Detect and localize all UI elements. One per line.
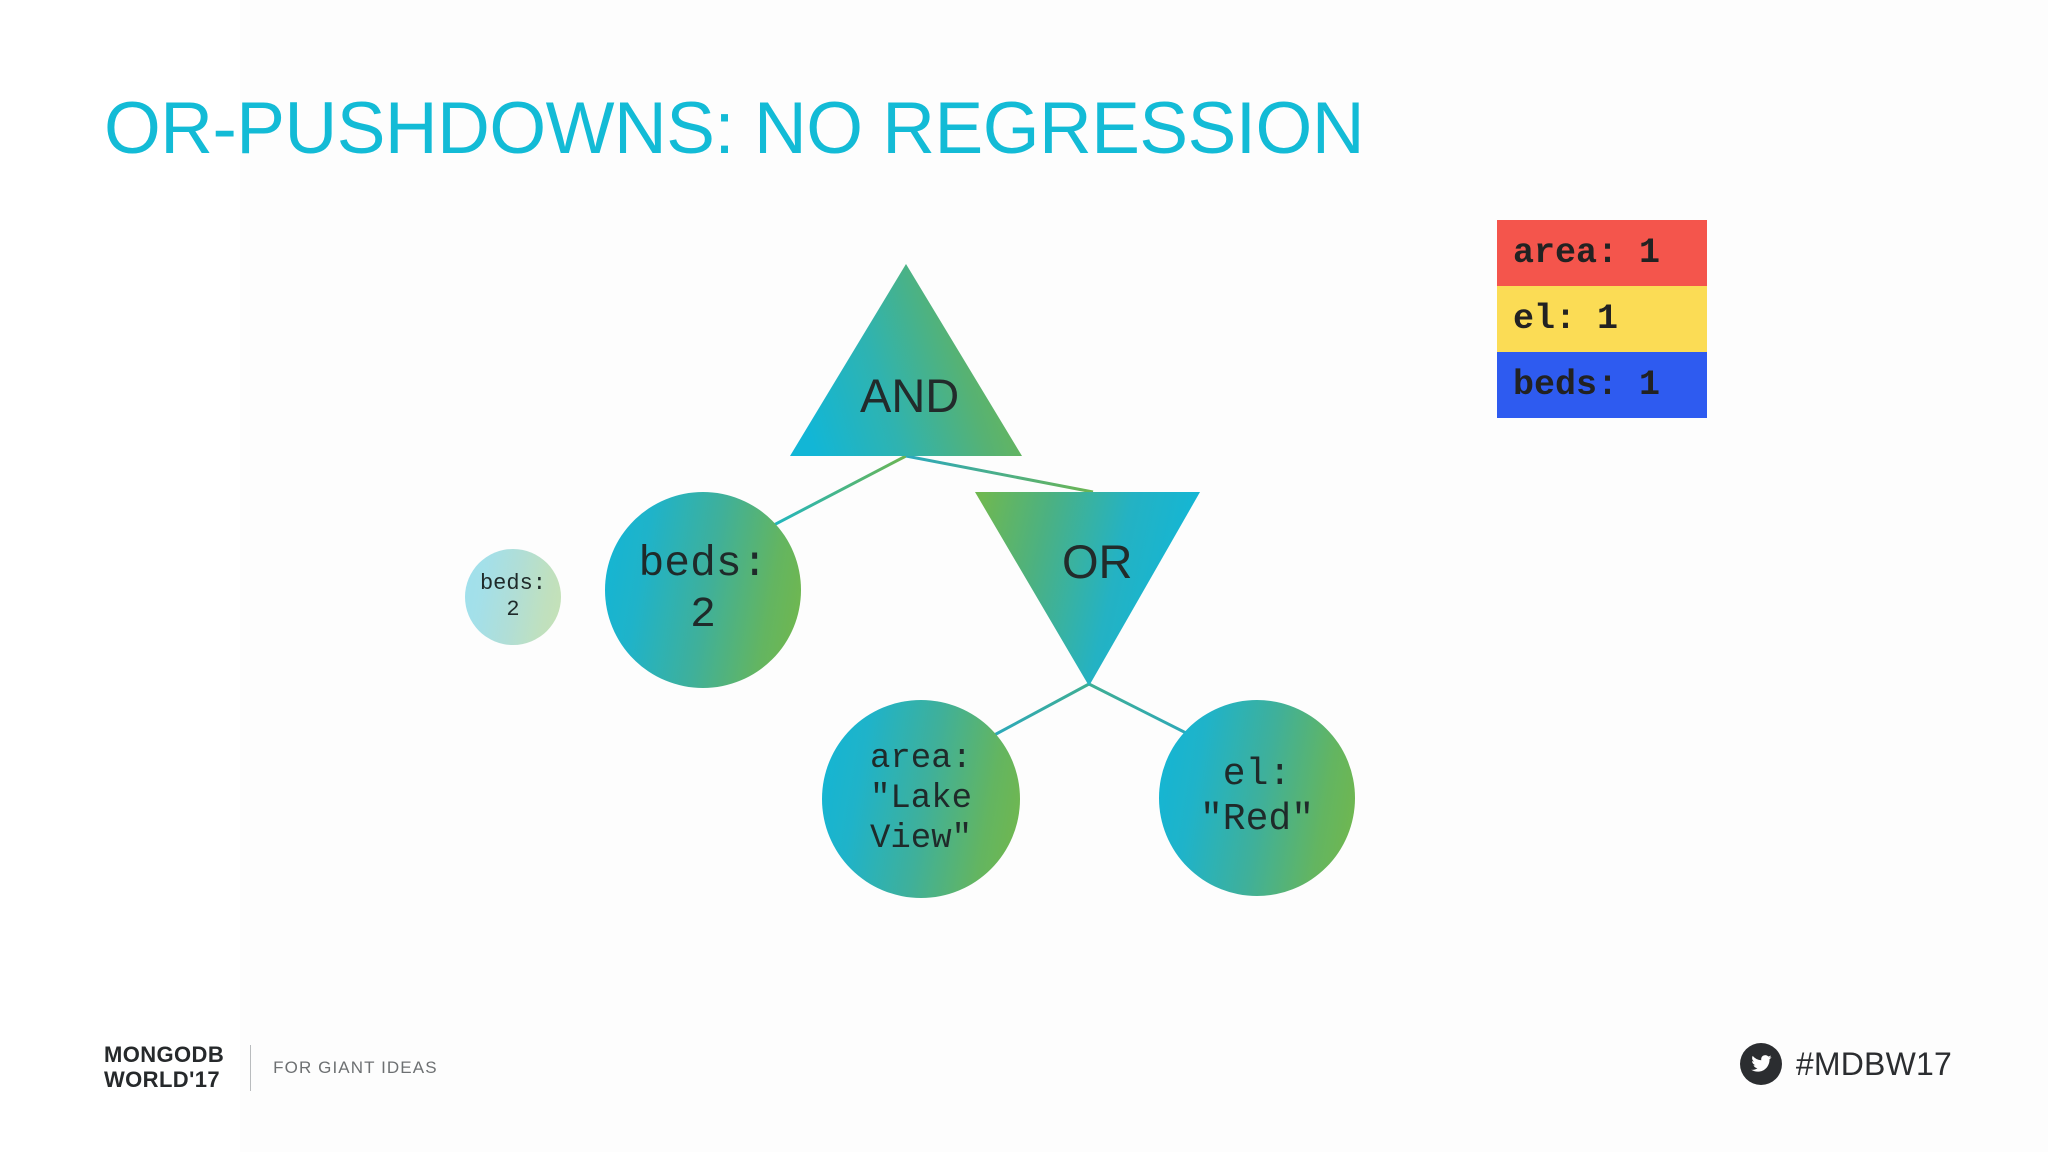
legend-item-area: area: 1 xyxy=(1497,220,1707,286)
social-handle: #MDBW17 xyxy=(1795,1045,1952,1082)
content-plate xyxy=(240,0,2048,1152)
logo-line-2: WORLD'17 xyxy=(104,1066,220,1092)
footer-logo: MONGODB WORLD'17 FOR GIANT IDEAS xyxy=(104,1042,438,1092)
legend: area: 1 el: 1 beds: 1 xyxy=(1497,220,1707,418)
legend-item-label: area: 1 xyxy=(1513,233,1661,273)
footer-divider xyxy=(250,1044,252,1091)
footer-tagline: FOR GIANT IDEAS xyxy=(273,1057,438,1077)
legend-item-beds: beds: 1 xyxy=(1497,352,1707,418)
legend-item-el: el: 1 xyxy=(1497,286,1707,352)
twitter-icon xyxy=(1739,1043,1782,1085)
legend-item-label: beds: 1 xyxy=(1513,365,1661,405)
logo-line-1: MONGODB xyxy=(104,1042,225,1067)
legend-item-label: el: 1 xyxy=(1513,299,1619,339)
footer-social: #MDBW17 xyxy=(1739,1043,1952,1085)
mongodb-world-logo: MONGODB WORLD'17 xyxy=(104,1042,225,1092)
page-title: OR-PUSHDOWNS: NO REGRESSION xyxy=(104,88,1365,169)
